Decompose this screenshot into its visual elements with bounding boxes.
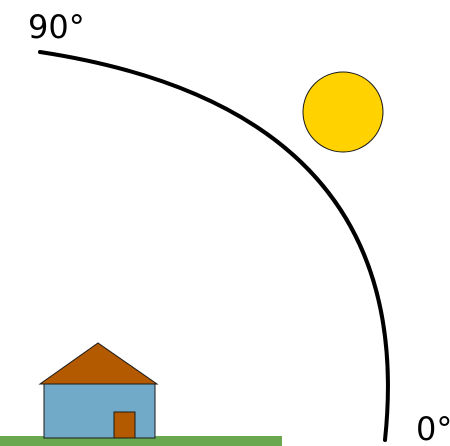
- sun-icon: [303, 72, 383, 152]
- house-icon: [40, 343, 157, 438]
- house-door: [114, 412, 135, 438]
- house-wall: [44, 383, 155, 438]
- angle-label-0: 0°: [416, 410, 450, 446]
- house-roof: [40, 343, 157, 384]
- angle-label-90: 90°: [28, 8, 85, 46]
- sun-disc: [303, 72, 383, 152]
